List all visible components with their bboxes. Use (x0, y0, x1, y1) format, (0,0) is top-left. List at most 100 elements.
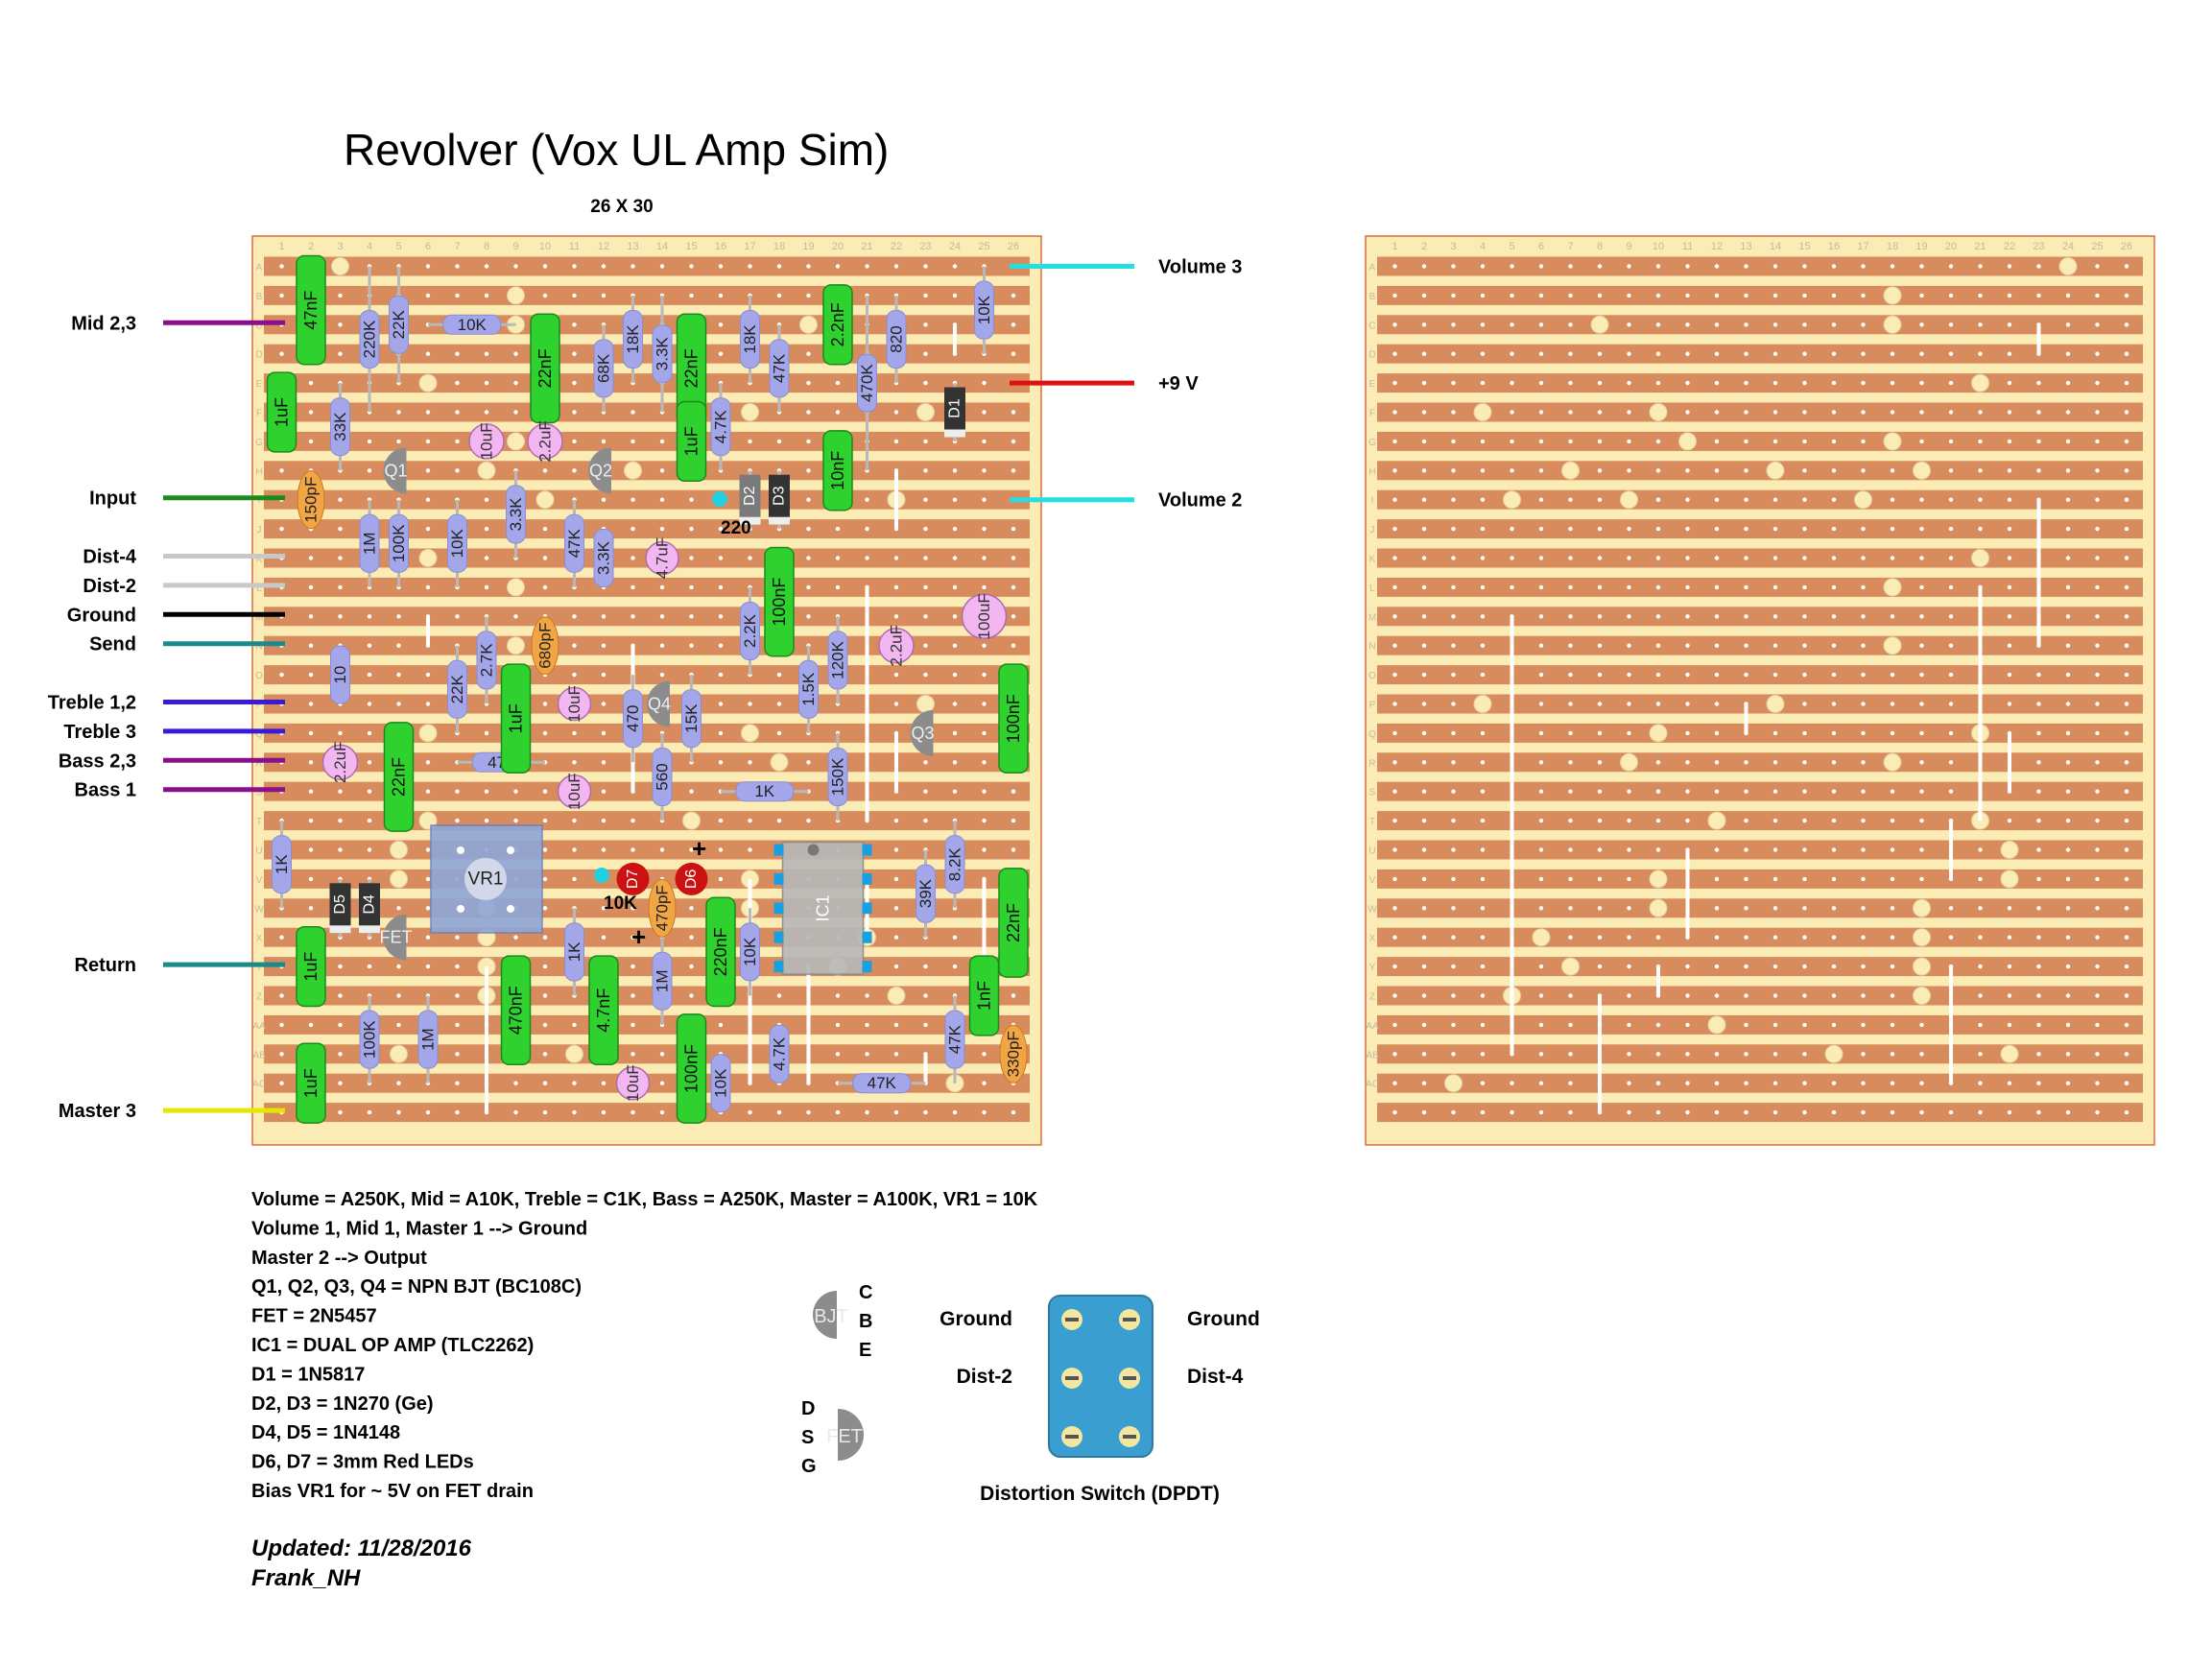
right-hole (2036, 789, 2041, 794)
right-copper-strip (1377, 1044, 2143, 1064)
left-copper-strip (264, 1044, 1030, 1064)
left-hole (1011, 818, 1016, 823)
right-hole (2095, 1081, 2100, 1085)
right-hole (2124, 847, 2129, 852)
right-hole (1451, 439, 1456, 444)
right-hole (2036, 1081, 2041, 1085)
right-row-label: X (1369, 934, 1376, 944)
film-capacitor: 1uF (296, 925, 326, 1008)
track-cut (1913, 987, 1931, 1005)
left-col-label: 20 (832, 241, 844, 252)
resistor: 100K (359, 995, 380, 1084)
right-hole (1392, 322, 1397, 327)
right-hole (1597, 614, 1603, 619)
track-cut (1883, 752, 1902, 772)
left-row-label: AB (252, 1050, 266, 1060)
left-row-label: A (256, 263, 263, 274)
left-hole (630, 410, 635, 415)
right-hole (1861, 760, 1866, 765)
left-hole (835, 993, 841, 998)
right-hole (1451, 410, 1456, 415)
right-hole (1655, 702, 1661, 706)
right-hole (1890, 672, 1895, 678)
right-copper-strip (1377, 898, 2143, 918)
right-hole (1890, 964, 1895, 969)
left-hole (601, 293, 607, 298)
right-hole (1510, 380, 1514, 386)
left-hole (659, 672, 665, 678)
right-hole (1861, 322, 1866, 327)
left-hole (396, 993, 401, 998)
right-hole (1714, 264, 1720, 269)
right-hole (1538, 410, 1544, 415)
left-hole (455, 380, 460, 386)
note-line: Volume = A250K, Mid = A10K, Treble = C1K… (251, 1189, 1038, 1210)
left-row-label: E (256, 379, 263, 390)
resistor: 47K (838, 1073, 926, 1094)
left-hole (572, 1109, 577, 1115)
component-label: 1uF (273, 397, 292, 427)
left-hole (601, 702, 607, 706)
right-hole (1861, 1109, 1866, 1115)
resistor: 1M (417, 995, 439, 1084)
right-hole (2095, 818, 2100, 823)
author-name: Frank_NH (251, 1565, 361, 1591)
right-hole (1510, 584, 1514, 590)
right-hole (1421, 556, 1427, 560)
component-label: 47K (771, 353, 789, 383)
electrolytic-capacitor: 100uF (961, 593, 1008, 639)
track-cut (1473, 695, 1492, 713)
right-hole (1392, 526, 1397, 532)
right-hole (1861, 935, 1866, 940)
left-hole (338, 293, 343, 298)
left-hole (484, 730, 489, 736)
right-hole (2095, 351, 2100, 356)
right-hole (1538, 556, 1544, 560)
left-hole (1011, 322, 1016, 327)
left-hole (425, 1109, 431, 1115)
left-hole (689, 264, 694, 269)
right-hole (1919, 876, 1924, 882)
left-hole (455, 789, 460, 794)
track-cut (916, 403, 935, 421)
right-hole (1802, 672, 1807, 678)
right-hole (1597, 497, 1603, 502)
left-hole (776, 293, 782, 298)
right-hole (1510, 410, 1514, 415)
component-label: D4 (362, 894, 378, 915)
right-col-label: 5 (1509, 241, 1514, 252)
right-hole (1772, 730, 1778, 736)
right-hole (2095, 293, 2100, 298)
right-hole (1655, 1081, 1661, 1085)
right-hole (1802, 702, 1807, 706)
left-hole (425, 935, 431, 940)
left-hole (601, 1109, 607, 1115)
right-row-label: M (1368, 612, 1376, 623)
component-label: 1K (565, 941, 583, 962)
right-hole (1568, 818, 1573, 823)
right-copper-strip (1377, 315, 2143, 335)
component-label: 1M (654, 969, 672, 992)
left-hole (542, 935, 548, 940)
left-hole (865, 1052, 869, 1057)
left-hole (630, 584, 635, 590)
film-capacitor: 1uF (296, 1042, 326, 1124)
wire-label: Volume 2 (1158, 490, 1242, 512)
left-hole (806, 1109, 811, 1115)
left-hole (893, 964, 899, 969)
right-col-label: 13 (1740, 241, 1751, 252)
left-hole (1011, 789, 1016, 794)
right-row-label: S (1369, 788, 1376, 798)
right-hole (1890, 468, 1895, 473)
right-hole (1802, 1109, 1807, 1115)
right-hole (1744, 818, 1748, 823)
right-hole (1421, 351, 1427, 356)
wire-label: Treble 1,2 (48, 693, 136, 714)
left-hole (982, 760, 987, 765)
right-hole (2124, 906, 2129, 911)
right-hole (1714, 876, 1720, 882)
left-hole (455, 993, 460, 998)
right-hole (1421, 818, 1427, 823)
right-hole (1627, 964, 1631, 969)
right-hole (2065, 643, 2071, 648)
